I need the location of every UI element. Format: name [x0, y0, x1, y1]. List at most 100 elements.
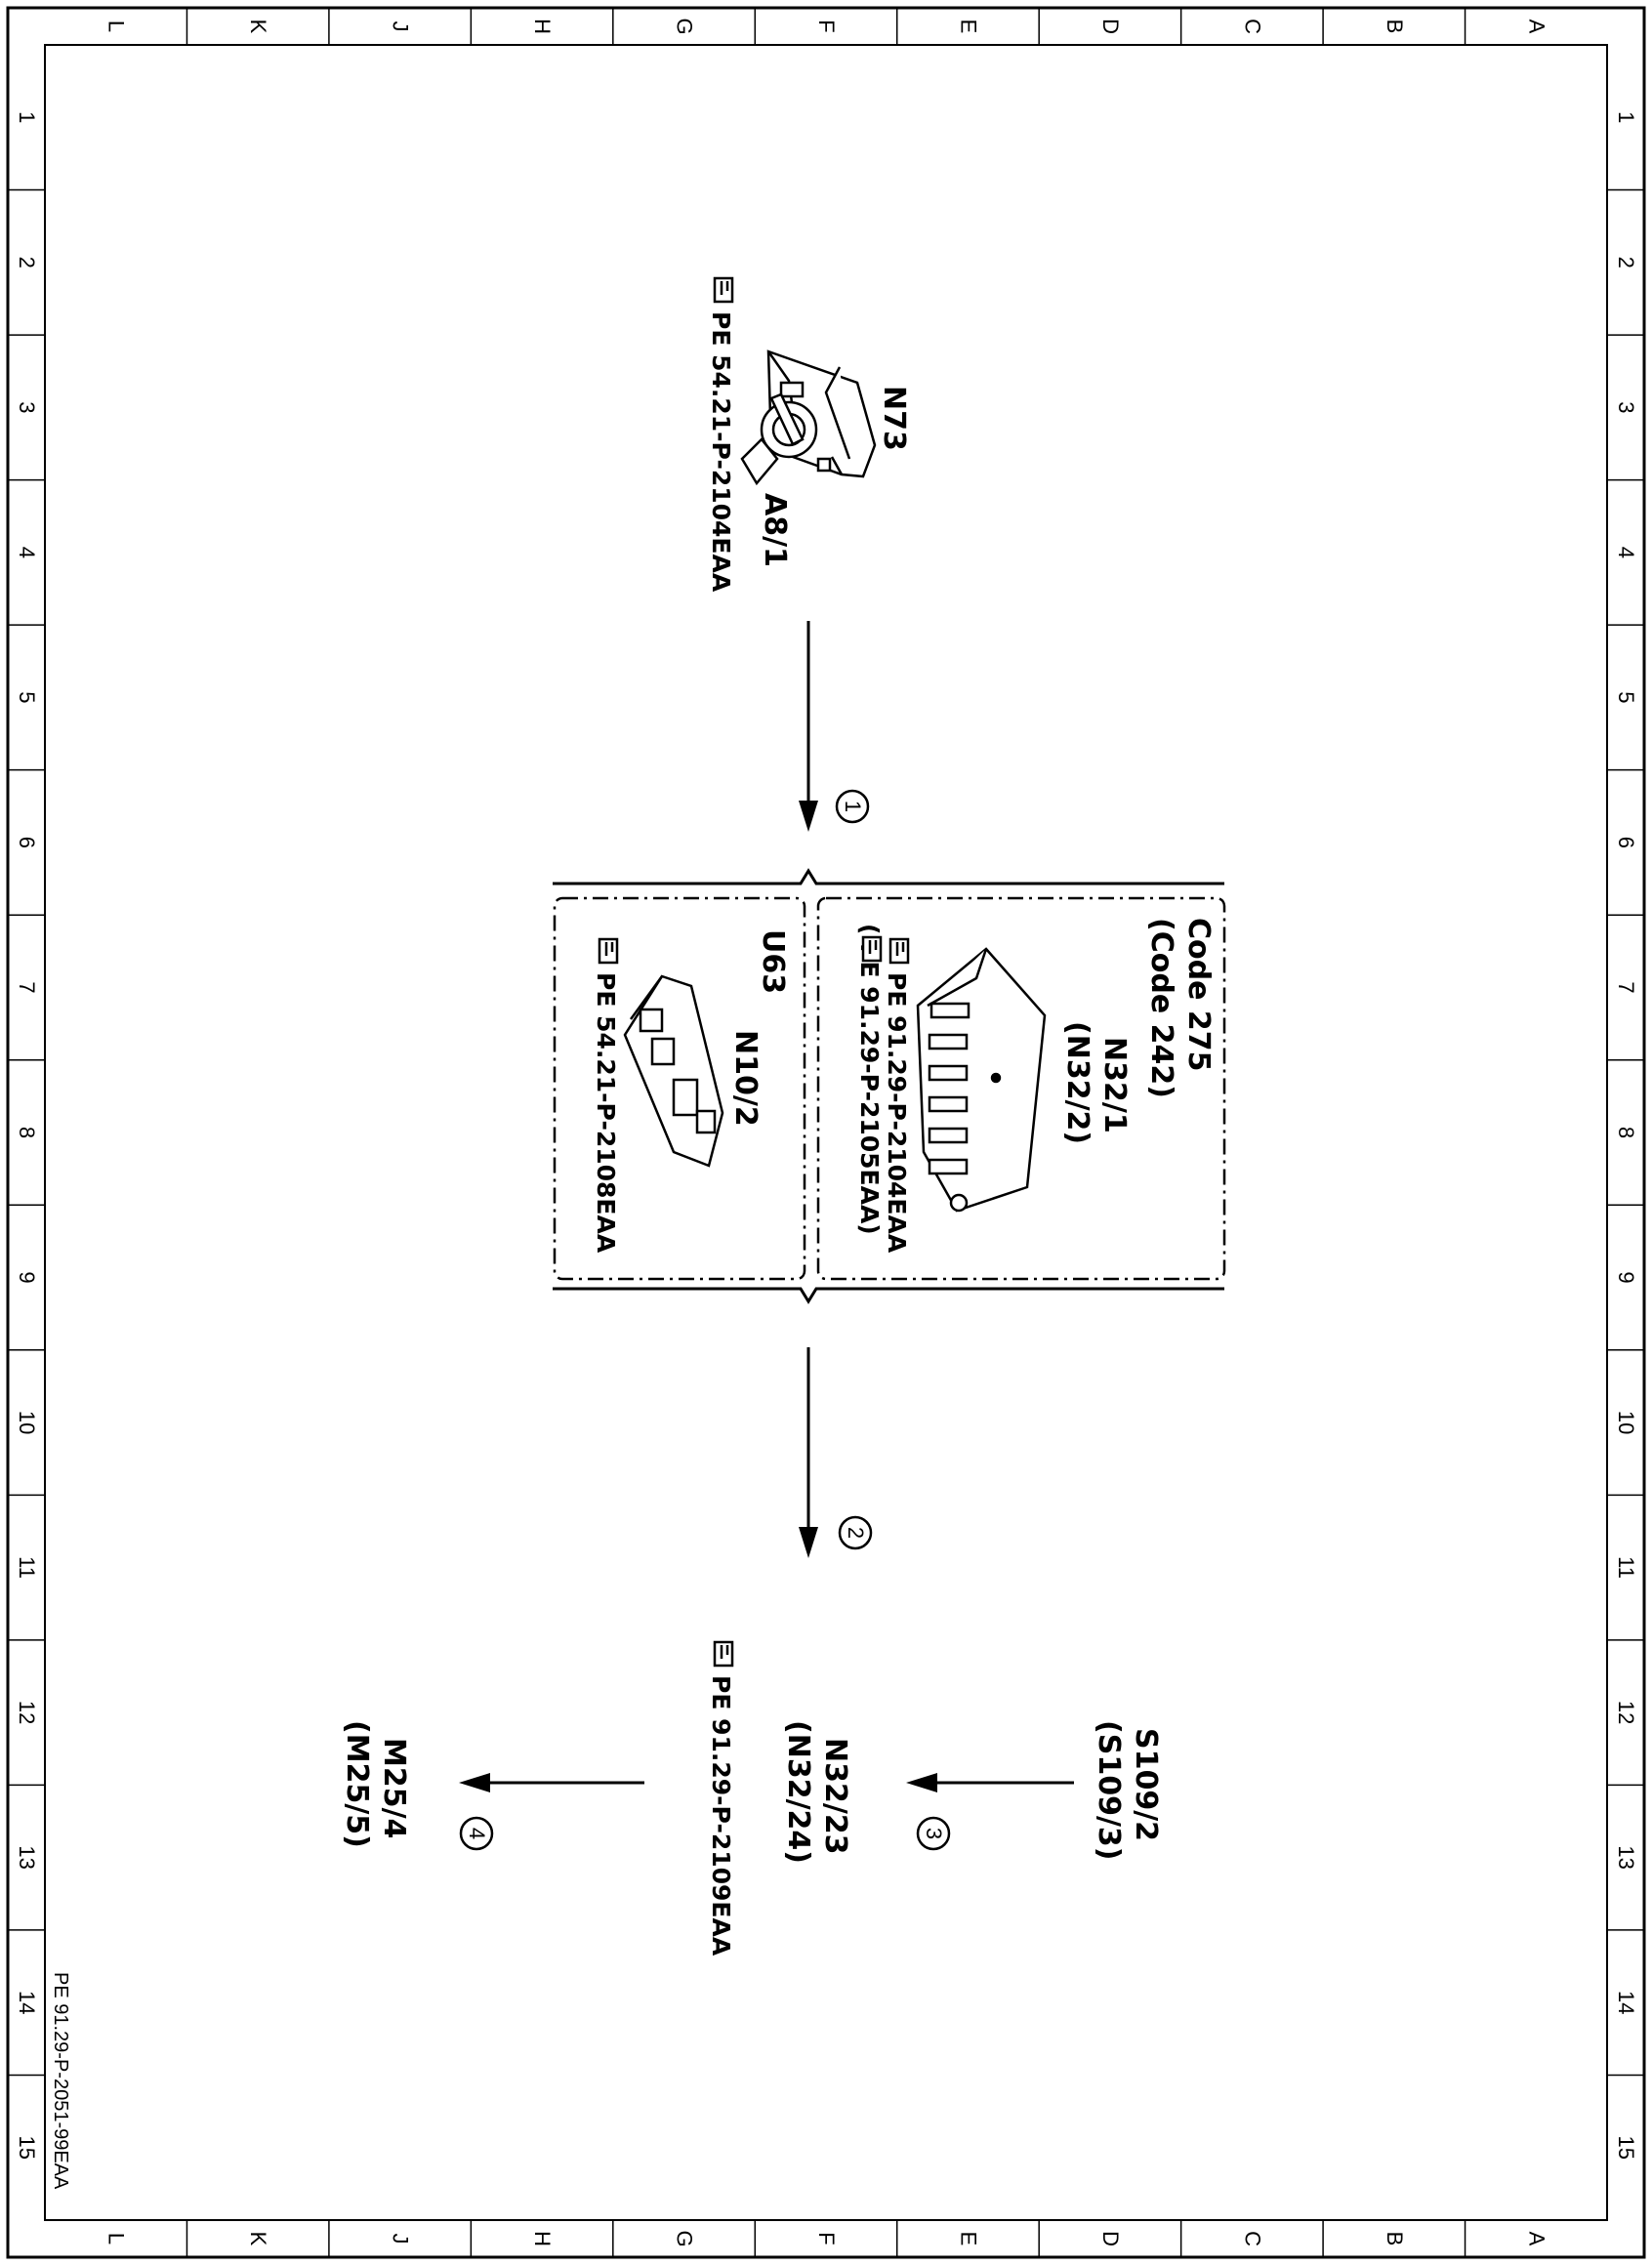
grid-row-label: 3 — [1614, 401, 1638, 413]
grid-row-label: 15 — [1614, 2135, 1638, 2159]
step-marker-4: 4 — [459, 1816, 494, 1851]
grid-column-label: C — [1240, 19, 1264, 34]
grid-column-label: K — [246, 20, 270, 34]
grid-row-label: 8 — [15, 1127, 39, 1138]
pointing-hand-icon — [713, 276, 734, 304]
grid-column-label: D — [1098, 19, 1123, 34]
grid-row-label: 14 — [15, 1991, 39, 2014]
pointing-hand-icon — [888, 937, 910, 965]
grid-row-label: 14 — [1614, 1991, 1638, 2014]
svg-text:PE 54.21-P-2104EAA: PE 54.21-P-2104EAA — [707, 311, 735, 593]
grid-column-label: B — [1383, 2232, 1407, 2246]
svg-text:4: 4 — [465, 1828, 489, 1839]
grid-row-label: 7 — [15, 981, 39, 993]
grid-column-label: J — [389, 2234, 413, 2244]
grid-column-label: L — [104, 2233, 129, 2244]
grid-column-label: F — [814, 20, 839, 32]
ignition-reference: PE 54.21-P-2104EAA — [707, 276, 735, 593]
module-group-frame — [553, 868, 1224, 1304]
grid-row-label: 5 — [15, 691, 39, 703]
grid-row-label: 7 — [1614, 981, 1638, 993]
grid-row-label: 8 — [1614, 1127, 1638, 1138]
sam-module-icon — [623, 974, 724, 1168]
grid-row-label: 2 — [15, 257, 39, 268]
u63-variant-box — [553, 896, 806, 1281]
n32-24-label: (N32/24) — [781, 1720, 815, 1864]
n32-1-label: N32/1 — [1097, 1037, 1132, 1133]
grid-row-label: 6 — [1614, 837, 1638, 848]
arrowhead-1 — [799, 801, 818, 832]
grid-row-label: 12 — [1614, 1701, 1638, 1724]
grid-row-label: 6 — [15, 837, 39, 848]
grid-row-label: 11 — [15, 1556, 39, 1579]
grid-row-label: 12 — [15, 1701, 39, 1724]
document-reference: PE 91.29-P-2051-99EAA — [50, 1972, 71, 2190]
m25-5-label: (M25/5) — [340, 1720, 374, 1848]
grid-column-label: E — [956, 2232, 980, 2246]
grid-column-label: G — [673, 2230, 697, 2246]
arrowhead-4 — [459, 1773, 490, 1792]
code-275-label: Code 275 — [1181, 918, 1216, 1072]
n10-2-label: N10/2 — [728, 1030, 763, 1127]
grid-column-label: A — [1524, 20, 1549, 34]
n32-2-label: (N32/2) — [1060, 1021, 1094, 1144]
s109-2-label: S109/2 — [1129, 1728, 1163, 1841]
outer-frame — [6, 6, 1646, 2259]
pointing-hand-icon — [713, 1640, 734, 1668]
inner-frame — [44, 44, 1608, 2221]
grid-row-label: 4 — [15, 547, 39, 558]
grid-row-label: 1 — [1614, 111, 1638, 123]
grid-row-label: 3 — [15, 401, 39, 413]
svg-text:PE 91.29-P-2104EAA: PE 91.29-P-2104EAA — [883, 972, 911, 1254]
code-242-label: (Code 242) — [1144, 918, 1178, 1098]
grid-row-label: 5 — [1614, 691, 1638, 703]
grid-ticks — [8, 8, 1644, 2257]
svg-text:1: 1 — [841, 801, 865, 812]
grid-row-label: 10 — [15, 1411, 39, 1434]
grid-row-label: 11 — [1614, 1556, 1638, 1579]
grid-column-label: H — [530, 19, 555, 34]
grid-column-label: J — [389, 21, 413, 32]
step-marker-1: 1 — [835, 789, 870, 824]
n32-2-reference: ( PE 91.29-P-2105EAA) — [855, 924, 884, 1235]
grid-column-label: E — [956, 20, 980, 34]
svg-text:PE 91.29-P-2109EAA: PE 91.29-P-2109EAA — [707, 1675, 735, 1956]
svg-text:2: 2 — [844, 1527, 868, 1539]
step-marker-3: 3 — [916, 1816, 951, 1851]
grid-column-label: H — [530, 2231, 555, 2246]
grid-row-label: 1 — [15, 111, 39, 123]
m25-4-label: M25/4 — [377, 1738, 411, 1838]
n10-2-reference: PE 54.21-P-2108EAA — [592, 937, 620, 1254]
step-marker-2: 2 — [838, 1515, 873, 1550]
svg-text:( PE 91.29-P-2105EAA): ( PE 91.29-P-2105EAA) — [855, 924, 884, 1235]
n32-1-reference: PE 91.29-P-2104EAA — [883, 937, 911, 1254]
grid-column-label: F — [814, 2232, 839, 2244]
grid-row-label: 10 — [1614, 1411, 1638, 1434]
s109-3-label: (S109/3) — [1092, 1720, 1126, 1860]
grid-row-label: 2 — [1614, 257, 1638, 268]
svg-text:PE 54.21-P-2108EAA: PE 54.21-P-2108EAA — [592, 972, 620, 1254]
pointing-hand-icon — [861, 935, 883, 963]
grid-column-label: L — [104, 21, 129, 32]
grid-column-label: A — [1524, 2232, 1549, 2246]
seat-module-reference: PE 91.29-P-2109EAA — [707, 1640, 735, 1956]
ignition-switch-icon — [740, 350, 877, 486]
seat-control-module-icon — [916, 947, 1047, 1213]
grid-row-label: 15 — [15, 2135, 39, 2159]
arrowhead-2 — [799, 1527, 818, 1558]
pointing-hand-icon — [598, 937, 619, 965]
svg-text:3: 3 — [922, 1828, 946, 1839]
grid-column-label: K — [246, 2232, 270, 2246]
grid-column-label: D — [1098, 2231, 1123, 2246]
grid-row-label: 9 — [15, 1271, 39, 1283]
grid-row-label: 4 — [1614, 547, 1638, 558]
grid-column-label: B — [1383, 20, 1407, 34]
grid-column-label: G — [673, 18, 697, 34]
grid-column-label: C — [1240, 2231, 1264, 2246]
grid-row-label: 13 — [15, 1845, 39, 1869]
code-275-variant-box — [816, 896, 1226, 1281]
arrowhead-3 — [906, 1773, 937, 1792]
n32-23-label: N32/23 — [818, 1738, 852, 1855]
